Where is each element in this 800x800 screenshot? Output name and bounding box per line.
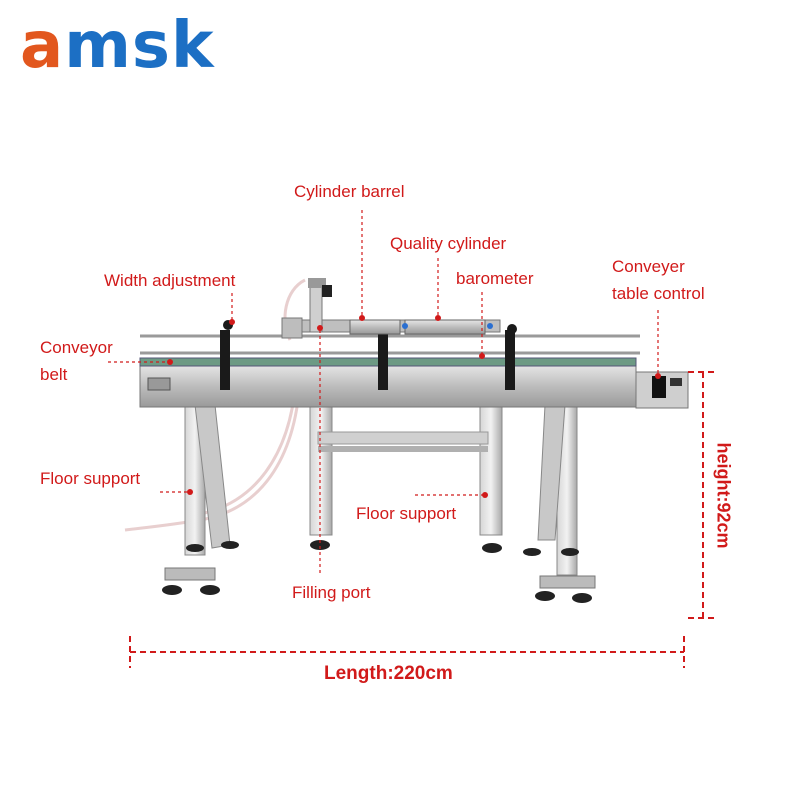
height-dimension-label: height:92cm: [713, 442, 734, 549]
amsk-logo: amsk: [20, 14, 215, 78]
leader-dots: [167, 315, 661, 498]
height-dimension-line: [688, 371, 718, 619]
label-cylinder-barrel: Cylinder barrel: [294, 182, 405, 201]
left-leg: [162, 404, 239, 595]
length-dimension-line: [129, 636, 685, 668]
label-barometer: barometer: [456, 269, 534, 288]
length-dimension-label: Length:220cm: [324, 663, 453, 684]
filling-head: [281, 278, 501, 339]
leader-lines: [108, 210, 659, 575]
label-filling-port: Filling port: [292, 583, 371, 602]
label-conveyer-control-line1: Conveyer: [612, 257, 685, 276]
label-conveyor-belt-line1: Conveyor: [40, 338, 113, 357]
label-width-adjustment: Width adjustment: [104, 271, 236, 290]
center-stand: [309, 404, 503, 553]
guide-rails: [140, 334, 640, 355]
logo-letter-a: a: [20, 9, 65, 83]
label-conveyor-belt-line2: belt: [40, 365, 68, 384]
label-floor-support-left: Floor support: [40, 469, 141, 488]
right-leg: [523, 404, 596, 603]
label-conveyer-control-line2: table control: [612, 284, 705, 303]
logo-letters-msk: msk: [64, 9, 215, 83]
label-quality-cylinder: Quality cylinder: [390, 234, 507, 253]
label-floor-support-right: Floor support: [356, 504, 457, 523]
